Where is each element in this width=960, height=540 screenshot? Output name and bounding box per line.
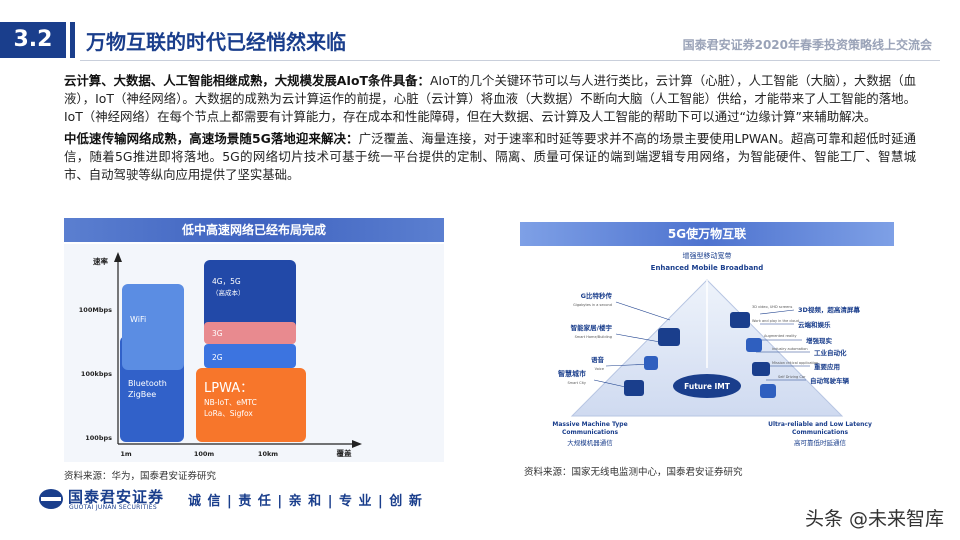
slide-title: 万物互联的时代已经悄然来临 — [86, 30, 346, 54]
logo-en: GUOTAI JUNAN SECURITIES — [69, 504, 157, 511]
selfdrive-en: Self Driving Car — [778, 375, 806, 379]
logo-cn: 国泰君安证券 — [68, 488, 165, 506]
ar-en: Augmented reality — [764, 334, 797, 338]
voice-en: Voice — [595, 367, 604, 371]
4g-5g-label: 4G，5G — [212, 277, 241, 286]
smarthome-cn: 智能家居/楼宇 — [571, 323, 613, 332]
paragraph-aiot-lead: 云计算、大数据、人工智能相继成熟，大规模发展AIoT条件具备： — [64, 73, 430, 88]
3dvideo-pointer — [759, 309, 795, 315]
voice-cn: 语音 — [591, 355, 605, 364]
x-tick-100m: 100m — [194, 450, 215, 458]
logo-mark-icon — [39, 489, 63, 509]
mmtc-en-line2: Communications — [562, 429, 619, 436]
x-tick-1m: 1m — [120, 450, 132, 458]
section-number: 3.2 — [0, 22, 66, 58]
company-slogan: 诚 信 | 责 任 | 亲 和 | 专 业 | 创 新 — [188, 494, 423, 509]
urllc-cn: 高可靠低时延通信 — [794, 438, 847, 447]
industry-icon — [752, 362, 770, 376]
ar-cn: 增强现实 — [806, 336, 833, 345]
y-axis-label: 速率 — [93, 256, 108, 266]
smartcity-icon — [624, 380, 644, 396]
smartcity-cn: 智慧城市 — [558, 369, 586, 378]
bluetooth-label: Bluetooth — [128, 379, 167, 388]
smarthome-en: Smart Home/Building — [575, 335, 612, 339]
slide-header: 3.2 万物互联的时代已经悄然来临 国泰君安证券2020年春季投资策略线上交流会 — [0, 0, 960, 64]
embb-en-label: Enhanced Mobile Broadband — [651, 264, 764, 272]
gbps-cn: G比特秒传 — [581, 291, 613, 300]
cloud-cn: 云端和娱乐 — [798, 320, 831, 329]
future-imt-badge — [673, 374, 741, 398]
wifi-block — [122, 284, 184, 370]
urllc-en-line2: Communications — [792, 429, 849, 436]
lpwa-block — [196, 368, 306, 442]
watermark: 头条 @未来智库 — [804, 508, 944, 530]
mmtc-en-line1: Massive Machine Type — [552, 421, 627, 428]
3g-block — [204, 322, 296, 344]
4g-5g-cost-label: （高成本） — [212, 288, 245, 297]
x-tick-10km: 10km — [258, 450, 278, 458]
y-axis-arrow — [114, 252, 122, 262]
industry-en: Industry automation — [772, 347, 808, 351]
3g-label: 3G — [212, 329, 223, 338]
conference-name: 国泰君安证券2020年春季投资策略线上交流会 — [682, 38, 932, 52]
cloud-en: Work and play in the cloud — [752, 319, 799, 323]
body-text: 云计算、大数据、人工智能相继成熟，大规模发展AIoT条件具备：AIoT的几个关键… — [64, 72, 916, 188]
5g-triangle-diagram: 增强型移动宽带 Enhanced Mobile Broadband Future… — [552, 251, 872, 447]
voice-icon — [644, 356, 658, 370]
urllc-en-line1: Ultra-reliable and Low Latency — [768, 421, 872, 428]
gbps-en: Gigabytes in a second — [573, 303, 612, 307]
ar-icon — [746, 338, 762, 352]
paragraph-5g-text: 广泛覆盖、海量连接，对于速率和时延等要求并不高的场景主要使用LPWAN。超高可靠… — [64, 131, 916, 182]
smarthome-pointer — [615, 333, 661, 343]
smartcity-en: Smart City — [567, 381, 586, 385]
video-icon — [730, 312, 750, 328]
paragraph-5g-lead: 中低速传输网络成熟，高速场景随5G落地迎来解决： — [64, 131, 359, 146]
mission-cn: 重要应用 — [814, 362, 840, 371]
gbps-pointer — [615, 301, 671, 321]
left-panel-title: 低中高速网络已经布局完成 — [64, 218, 444, 242]
mmtc-cn: 大规模机器通信 — [567, 438, 613, 447]
right-panel-title: 5G使万物互联 — [520, 222, 894, 246]
2g-label: 2G — [212, 353, 223, 362]
left-source: 资料来源：华为，国泰君安证券研究 — [64, 471, 217, 482]
paragraph-aiot: 云计算、大数据、人工智能相继成熟，大规模发展AIoT条件具备：AIoT的几个关键… — [64, 72, 916, 126]
y-tick-100bps: 100bps — [85, 434, 112, 442]
industry-cn: 工业自动化 — [814, 348, 847, 357]
lpwa-nbiot-label: NB-IoT、eMTC — [204, 398, 257, 407]
lpwa-label: LPWA： — [204, 381, 253, 396]
zigbee-label: ZigBee — [128, 390, 156, 399]
right-source: 资料来源：国家无线电监测中心，国泰君安证券研究 — [524, 467, 743, 478]
lpwa-lora-label: LoRa、Sigfox — [204, 409, 253, 418]
company-logo: 国泰君安证券 GUOTAI JUNAN SECURITIES — [38, 486, 178, 516]
x-axis-arrow — [352, 440, 362, 448]
paragraph-5g: 中低速传输网络成熟，高速场景随5G落地迎来解决：广泛覆盖、海量连接，对于速率和时… — [64, 130, 916, 184]
2g-block — [204, 344, 296, 368]
header-rule — [80, 60, 940, 61]
future-imt-label: Future IMT — [684, 382, 731, 391]
x-axis-label: 覆盖 — [337, 448, 352, 458]
embb-cn-label: 增强型移动宽带 — [683, 251, 732, 260]
car-icon — [760, 384, 776, 398]
section-divider — [70, 22, 75, 58]
network-speed-chart: 速率 100Mbps 100kbps 100bps 1m 100m 10km 覆… — [79, 252, 362, 458]
wifi-label: WiFi — [130, 315, 146, 324]
y-tick-100kbps: 100kbps — [81, 370, 112, 378]
mission-en: Mission critical application — [772, 361, 818, 365]
smarthome-icon — [658, 328, 680, 346]
paragraph-aiot-text: AIoT的几个关键环节可以与人进行类比，云计算（心脏），人工智能（大脑），大数据… — [64, 73, 916, 124]
3dvideo-cn: 3D视频，超高清屏幕 — [798, 305, 860, 314]
selfdrive-cn: 自动驾驶车辆 — [810, 376, 850, 385]
y-tick-100mbps: 100Mbps — [79, 306, 112, 314]
3dvideo-en: 3D video, UHD screens — [752, 305, 792, 309]
